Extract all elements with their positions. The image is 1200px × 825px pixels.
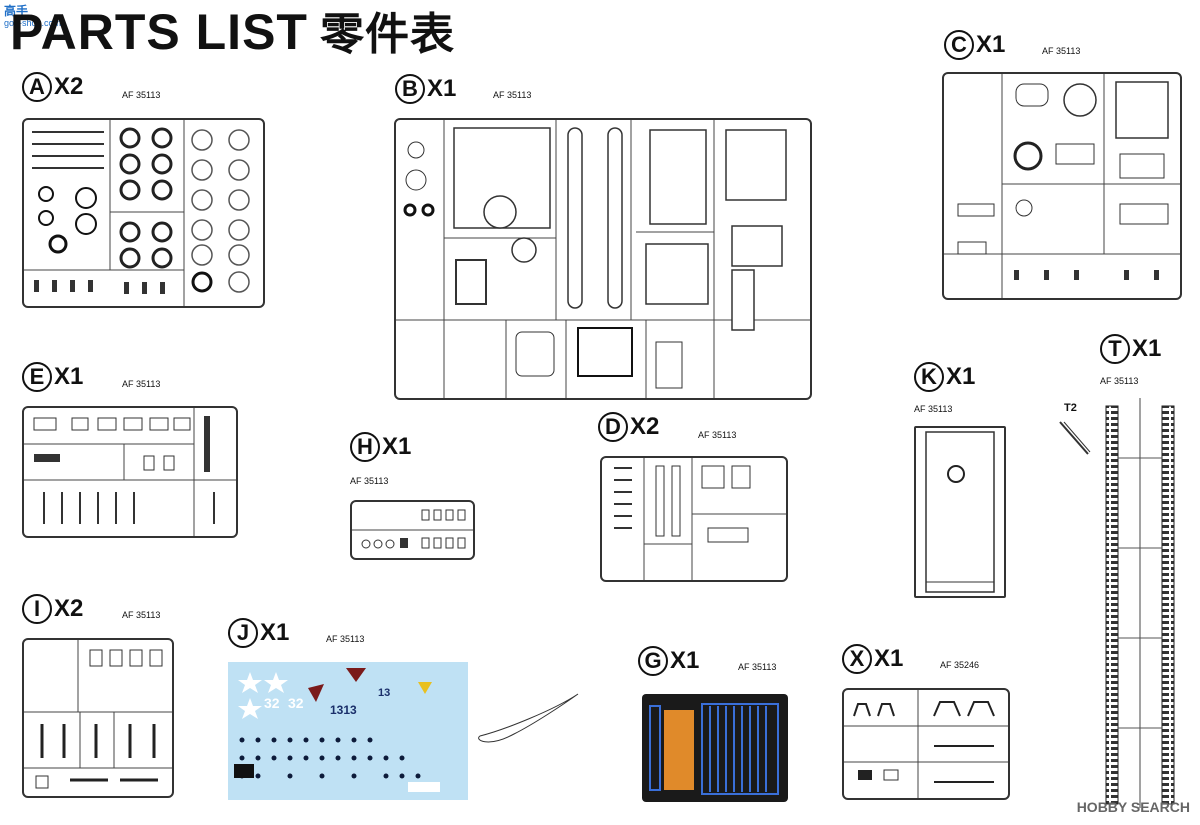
- letter-circle: D: [598, 412, 628, 442]
- code-I: AF 35113: [122, 610, 161, 620]
- letter-circle: T: [1100, 334, 1130, 364]
- wire-drawing: [478, 693, 579, 743]
- track-label-T2: T2: [1064, 402, 1077, 414]
- sprue-A-drawing: [24, 120, 250, 306]
- sprue-I-drawing: [24, 640, 172, 789]
- hull-part-K: [914, 426, 1006, 598]
- letter-circle: K: [914, 362, 944, 392]
- sprue-D-drawing: [614, 458, 786, 580]
- quantity: X2: [54, 595, 84, 622]
- letter-circle: A: [22, 72, 52, 102]
- letter-circle: E: [22, 362, 52, 392]
- letter-circle: B: [395, 74, 425, 104]
- quantity: X2: [54, 73, 84, 100]
- letter-circle: G: [638, 646, 668, 676]
- sprue-A: [22, 118, 265, 308]
- code-K: AF 35113: [914, 404, 953, 414]
- decal-number-3: 1313: [330, 703, 357, 717]
- quantity: X1: [54, 363, 84, 390]
- sprue-B: [394, 118, 812, 400]
- sprue-B-drawing: [396, 120, 810, 398]
- sprue-C-drawing: [944, 74, 1180, 298]
- photo-etch-G: [642, 694, 788, 802]
- track-sprue-T: [1100, 398, 1184, 808]
- quantity: X2: [630, 413, 660, 440]
- sprue-H: [350, 500, 475, 560]
- code-T: AF 35113: [1100, 376, 1139, 386]
- hobby-search-watermark: HOBBY SEARCH: [1076, 799, 1190, 815]
- letter-circle: X: [842, 644, 872, 674]
- decal-number-4: 13: [378, 687, 390, 699]
- sprue-C: [942, 72, 1182, 300]
- decal-number-1: 32: [264, 695, 280, 711]
- sprue-E-drawing: [24, 408, 236, 536]
- code-J: AF 35113: [326, 634, 365, 644]
- quantity: X1: [427, 75, 457, 102]
- code-A: AF 35113: [122, 90, 161, 100]
- decal-number-2: 32: [288, 695, 304, 711]
- track-T-drawing: [1105, 398, 1175, 808]
- quantity: X1: [874, 645, 904, 672]
- sprue-E: [22, 406, 238, 538]
- code-H: AF 35113: [350, 476, 389, 486]
- quantity: X1: [946, 363, 976, 390]
- letter-circle: I: [22, 594, 52, 624]
- code-B: AF 35113: [493, 90, 532, 100]
- quantity: X1: [1132, 335, 1162, 362]
- sprue-X-drawing: [844, 690, 1008, 798]
- logo-text: 高手: [4, 4, 29, 18]
- sprue-H-drawing: [352, 509, 473, 549]
- code-C: AF 35113: [1042, 46, 1081, 56]
- code-G: AF 35113: [738, 662, 777, 672]
- letter-circle: C: [944, 30, 974, 60]
- letter-circle: H: [350, 432, 380, 462]
- quantity: X1: [670, 647, 700, 674]
- logo-url: goo-shou.com: [4, 18, 62, 28]
- decal-J-drawing: 32 32 1313 13: [234, 668, 440, 792]
- letter-circle: J: [228, 618, 258, 648]
- decal-sheet-J: 32 32 1313 13: [228, 662, 468, 800]
- quantity: X1: [260, 619, 290, 646]
- sprue-I: [22, 638, 174, 798]
- code-X: AF 35246: [940, 660, 980, 670]
- quantity: X1: [382, 433, 412, 460]
- track-pin-drawing: [1059, 421, 1091, 455]
- code-D: AF 35113: [698, 430, 737, 440]
- code-E: AF 35113: [122, 379, 161, 389]
- hull-K-drawing: [925, 431, 995, 593]
- sprue-D: [600, 456, 788, 582]
- title-en: PARTS LIST: [10, 4, 308, 60]
- quantity: X1: [976, 31, 1006, 58]
- photo-etch-drawing: [649, 703, 779, 795]
- title-cn: 零件表: [319, 9, 455, 60]
- sprue-X: [842, 688, 1010, 800]
